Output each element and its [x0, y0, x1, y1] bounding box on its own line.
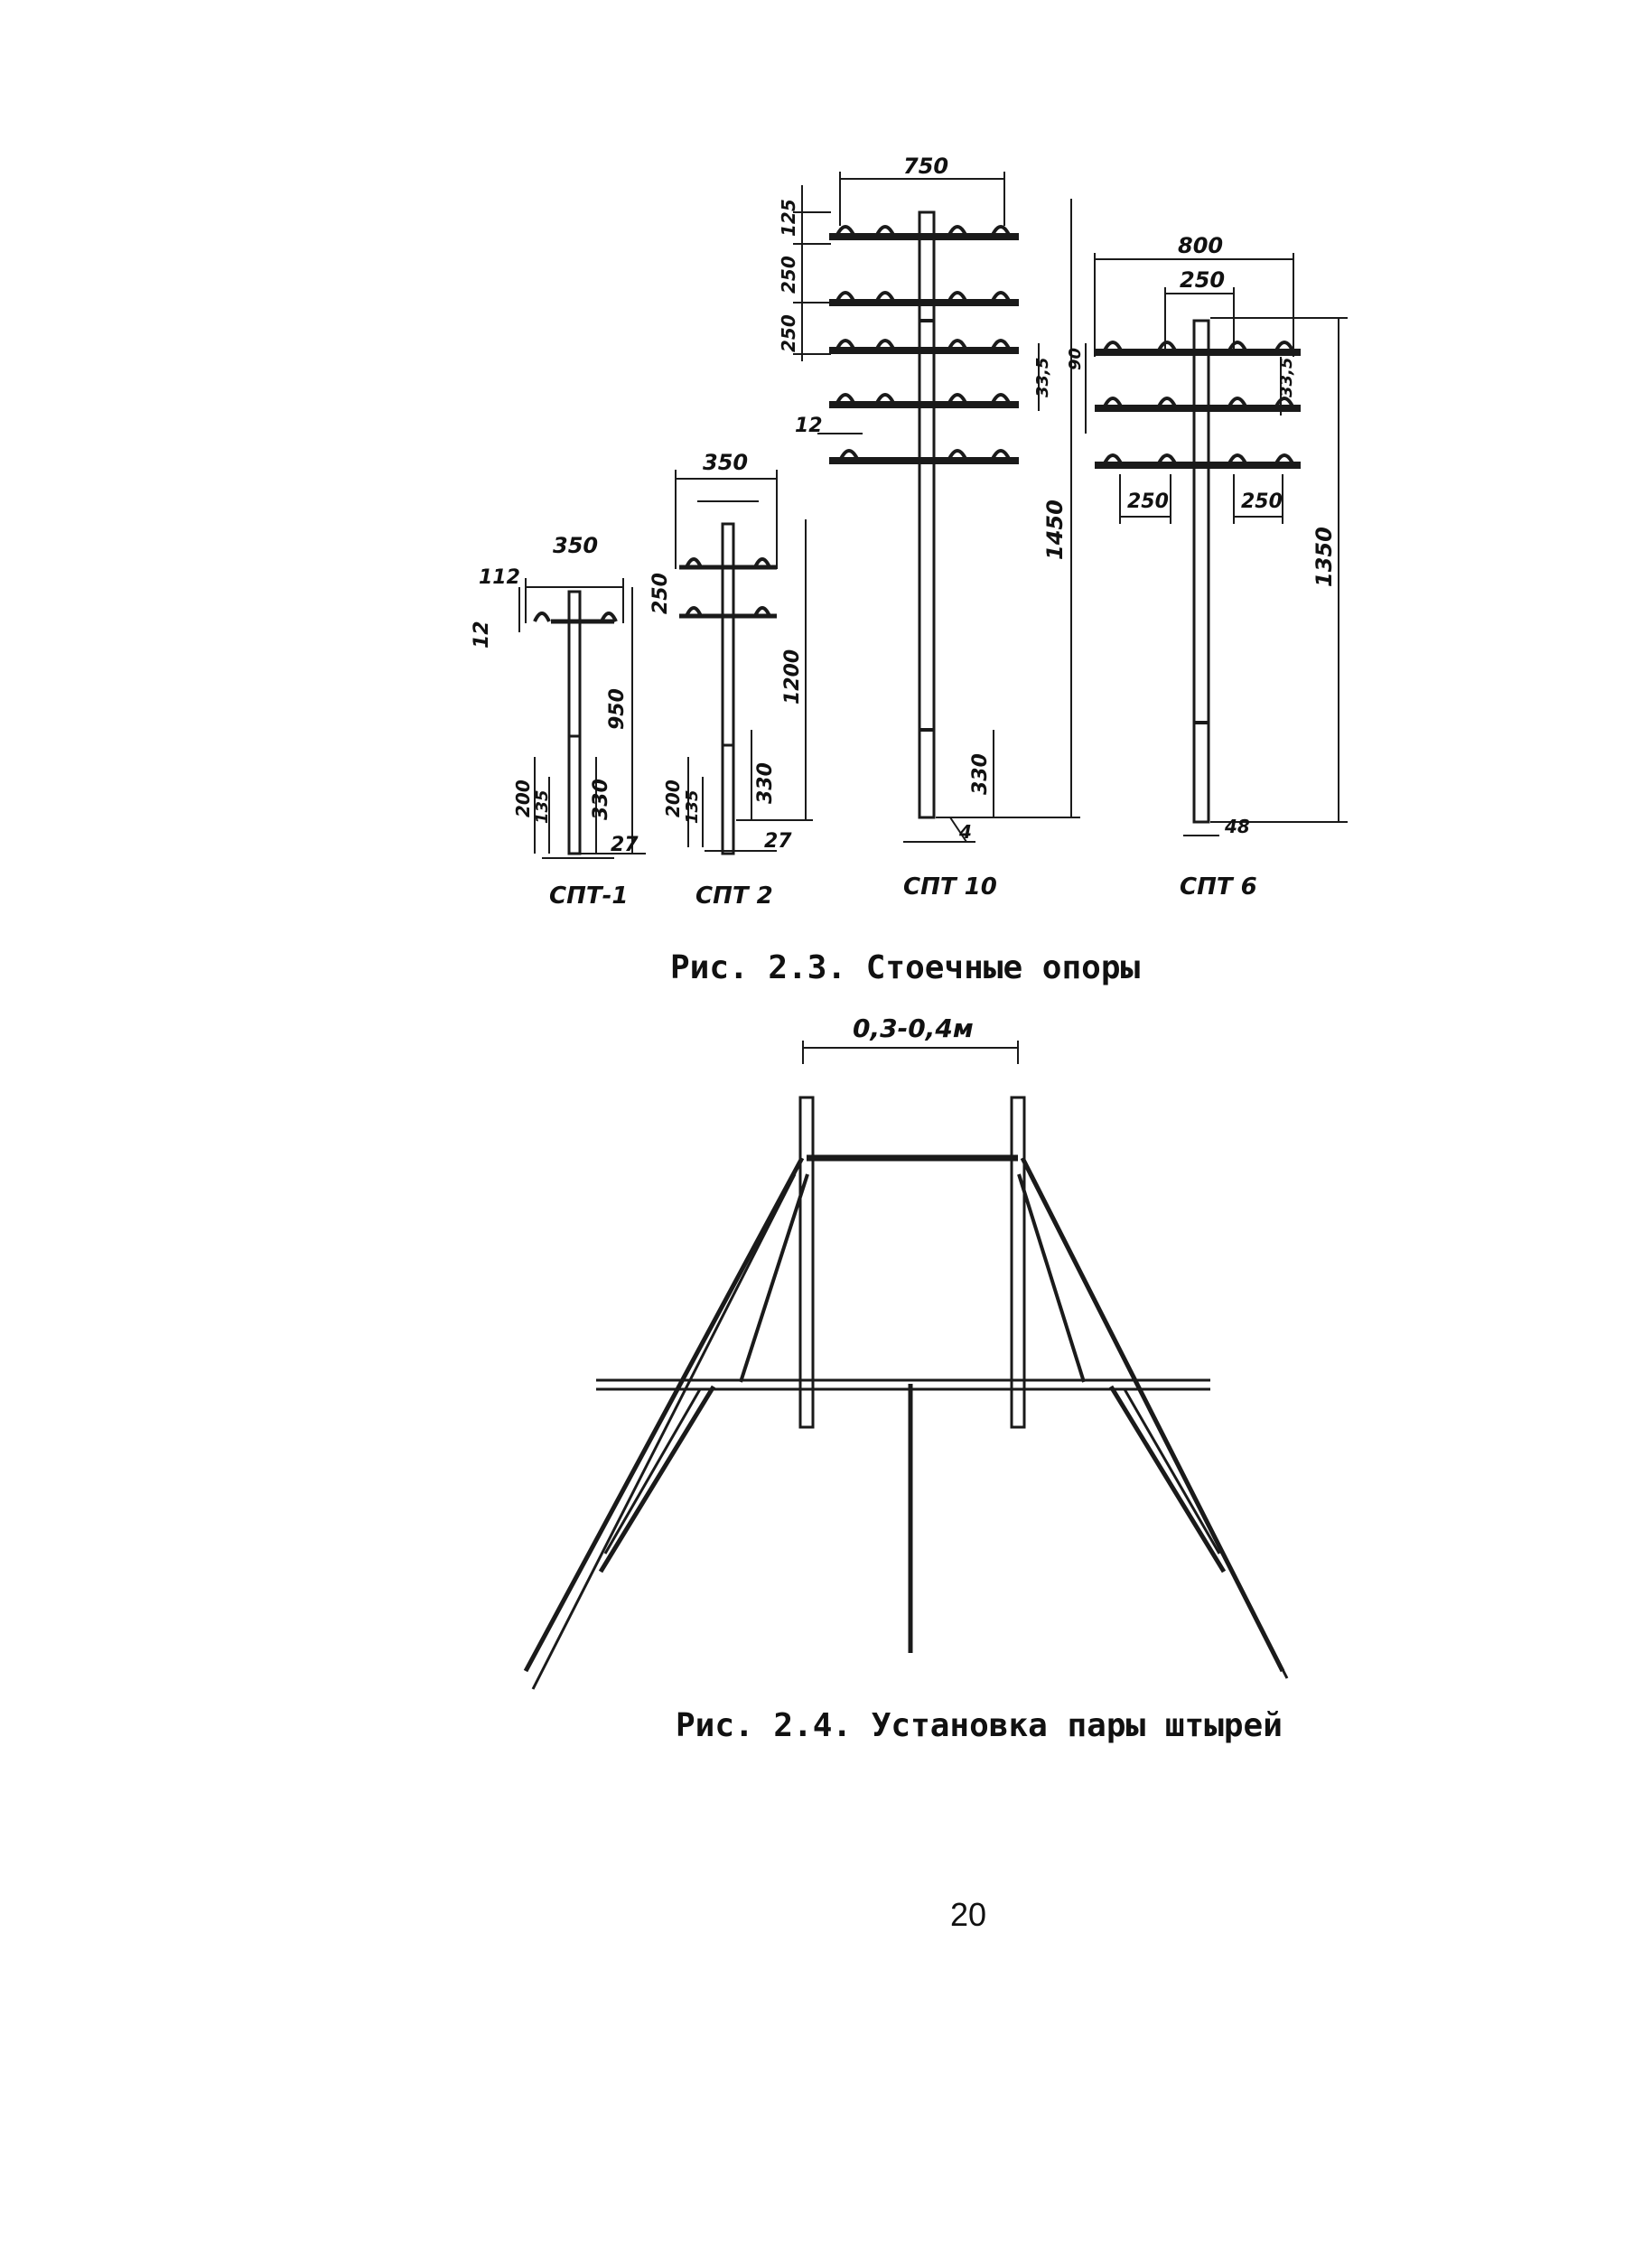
support-spt6-drawing	[1085, 253, 1348, 836]
figure-2-4-span-label: 0,3-0,4м	[853, 1013, 974, 1043]
spt6-bottom-dim: 48	[1224, 816, 1250, 837]
support-spt2-drawing	[675, 470, 813, 855]
spt1-arm-drop-dim: 12	[471, 621, 493, 649]
spt1-bottom-dim: 27	[611, 834, 639, 856]
spt1-width-dim: 350	[553, 533, 598, 558]
spt6-side-right-dim: 33,5	[1277, 358, 1296, 397]
figure-2-4-caption: Рис. 2.4. Установка пары штырей	[676, 1707, 1283, 1744]
spt10-bottom-dim: 4	[958, 821, 972, 843]
spt2-base-height-dim: 330	[754, 762, 777, 804]
spt10-side-dim: 33,5	[1033, 358, 1052, 397]
spt10-top-dim: 125	[778, 199, 799, 237]
spt10-left-dim: 12	[795, 415, 823, 437]
spt10-spacing-1-dim: 250	[778, 256, 799, 294]
support-label-spt2: СПТ 2	[695, 882, 773, 910]
spt6-height-dim: 1350	[1311, 527, 1337, 587]
spt1-foot-outer-dim: 200	[512, 780, 534, 817]
spt10-height-dim: 1450	[1042, 500, 1068, 560]
spt2-arm-spacing-dim: 250	[649, 573, 672, 614]
spt6-arm-right-dim: 250	[1241, 490, 1283, 513]
spt2-width-dim: 350	[703, 450, 748, 475]
spt6-width-outer-dim: 800	[1178, 233, 1223, 258]
spt2-bottom-dim: 27	[764, 830, 792, 853]
support-spt1-drawing	[518, 578, 646, 859]
spt10-base-height-dim: 330	[969, 753, 992, 795]
spt10-spacing-2-dim: 250	[778, 314, 799, 352]
spt1-height-dim: 950	[606, 688, 629, 730]
spt1-base-height-dim: 330	[590, 779, 612, 820]
spt6-width-inner-dim: 250	[1180, 267, 1225, 293]
support-label-spt6: СПТ 6	[1180, 873, 1257, 901]
spt2-height-dim: 1200	[781, 649, 804, 705]
support-label-spt1: СПТ-1	[549, 882, 628, 910]
spt1-foot-inner-dim: 135	[533, 789, 552, 824]
page-number: 20	[950, 1896, 986, 1933]
figure-2-3-caption: Рис. 2.3. Стоечные опоры	[670, 949, 1140, 986]
figure-2-4-drawing	[523, 1041, 1289, 1690]
spt6-side-left-dim: 90	[1066, 348, 1085, 370]
spt1-top-offset-dim: 112	[479, 566, 520, 589]
support-spt10-drawing	[793, 172, 1080, 843]
support-label-spt10: СПТ 10	[903, 873, 997, 901]
spt10-width-dim: 750	[903, 154, 948, 179]
spt6-arm-left-dim: 250	[1127, 490, 1169, 513]
spt2-foot-outer-dim: 200	[662, 780, 684, 817]
spt2-foot-inner-dim: 135	[683, 789, 702, 824]
